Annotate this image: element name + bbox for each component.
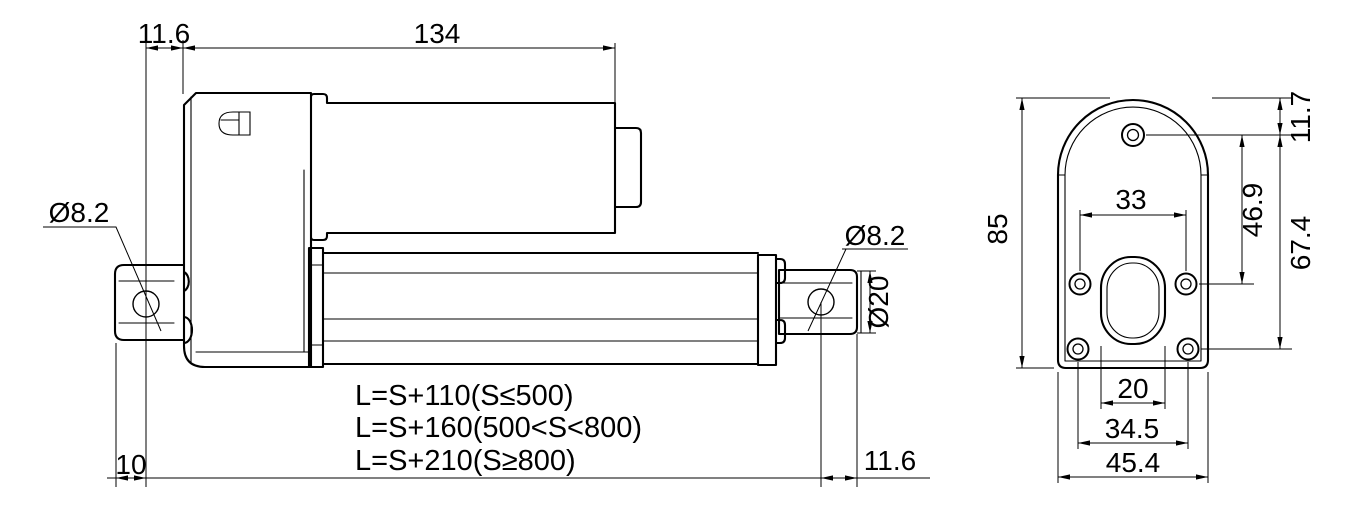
length-formula-block: L=S+110(S≤500) L=S+160(500<S<800) L=S+21… bbox=[355, 380, 642, 477]
side-view-detail-lines bbox=[118, 96, 862, 363]
mid-right-screw-hole-outer bbox=[1174, 272, 1198, 296]
drive-slot-outer bbox=[1099, 255, 1167, 346]
drive-slot-inner bbox=[1106, 262, 1160, 339]
side-view-dimension-lines bbox=[43, 40, 930, 487]
dim-label-front-pin-offset: 11.6 bbox=[864, 445, 916, 476]
dim-label-end-height: 85 bbox=[982, 213, 1013, 244]
length-formula-3: L=S+210(S≥800) bbox=[355, 445, 576, 477]
side-view-outline bbox=[113, 91, 859, 369]
dim-label-slot-width: 20 bbox=[1117, 373, 1148, 404]
dim-label-mid-hole-spacing: 33 bbox=[1115, 184, 1146, 215]
mid-right-screw-hole-inner bbox=[1180, 278, 1192, 290]
dim-label-bottom-hole-spacing: 34.5 bbox=[1105, 413, 1160, 444]
dim-label-front-hole-dia: Ø8.2 bbox=[845, 220, 906, 251]
dim-label-upper-hole-span: 46.9 bbox=[1237, 183, 1268, 238]
end-view-inner-wall bbox=[1057, 106, 1209, 362]
bottom-right-screw-hole-inner bbox=[1182, 343, 1194, 355]
dim-label-housing-length: 134 bbox=[414, 18, 461, 49]
end-view-screw-holes bbox=[1066, 123, 1200, 361]
dim-label-rod-end-dia: Ø20 bbox=[863, 276, 894, 329]
top-screw-hole-outer bbox=[1121, 123, 1145, 147]
bottom-right-screw-hole-outer bbox=[1176, 337, 1200, 361]
dim-label-end-width: 45.4 bbox=[1106, 447, 1161, 478]
end-view: 85 11.7 46.9 67.4 33 20 34.5 45.4 bbox=[982, 91, 1316, 483]
dim-label-top-hole-offset: 11.7 bbox=[1285, 91, 1316, 143]
dim-label-rear-hole-dia: Ø8.2 bbox=[49, 197, 110, 228]
top-screw-hole-inner bbox=[1126, 128, 1140, 142]
end-view-outline bbox=[1056, 99, 1210, 370]
length-formula-2: L=S+160(500<S<800) bbox=[355, 412, 642, 444]
bottom-left-screw-hole-inner bbox=[1072, 343, 1084, 355]
dim-label-rear-edge-to-pin: 10 bbox=[115, 449, 146, 480]
bottom-left-screw-hole-outer bbox=[1066, 337, 1090, 361]
mid-left-screw-hole-inner bbox=[1074, 278, 1086, 290]
length-formula-1: L=S+110(S≤500) bbox=[355, 380, 574, 412]
mid-left-screw-hole-outer bbox=[1068, 272, 1092, 296]
end-view-dimension-lines bbox=[1016, 97, 1292, 483]
dim-label-total-hole-span: 67.4 bbox=[1285, 216, 1316, 271]
dim-label-pin-offset: 11.6 bbox=[138, 18, 190, 49]
side-view: 11.6 134 Ø8.2 Ø8.2 Ø20 10 11.6 L=S+110(S… bbox=[43, 18, 930, 487]
